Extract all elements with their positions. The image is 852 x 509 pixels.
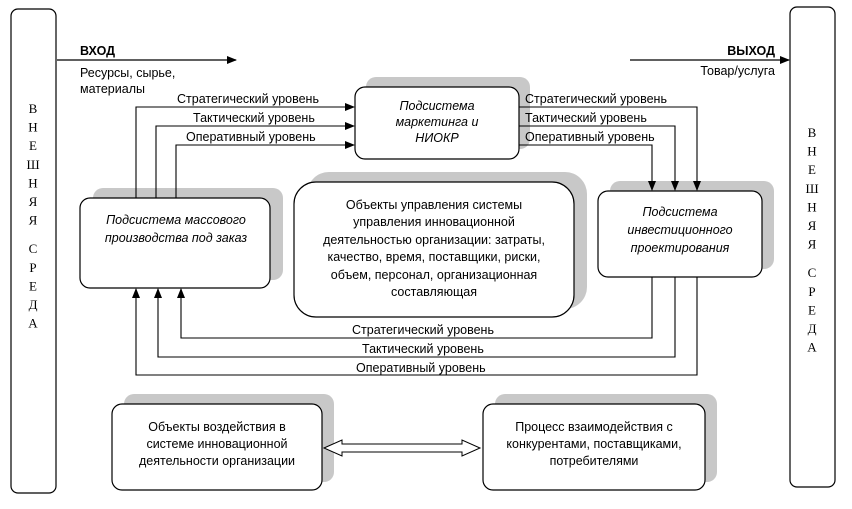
double-arrow — [322, 439, 482, 457]
input-line-2: материалы — [80, 82, 145, 96]
impact-objects-line-3: деятельности организации — [139, 454, 295, 468]
investment-line-3: проектирования — [631, 241, 730, 255]
investment-subsystem-box: Подсистема инвестиционного проектировани… — [597, 181, 774, 278]
output-block: ВЫХОД Товар/услуга — [630, 44, 790, 78]
bottom-tactical-label: Тактический уровень — [362, 342, 484, 356]
bottom-strategic-label: Стратегический уровень — [352, 323, 494, 337]
control-objects-line-3: деятельностью организации: затраты, — [323, 233, 545, 247]
right-top-tactical-label: Тактический уровень — [525, 111, 647, 125]
control-objects-line-4: качество, время, поставщики, риски, — [327, 250, 540, 264]
control-objects-box: Объекты управления системы управления ин… — [293, 172, 587, 318]
impact-objects-box: Объекты воздействия в системе инновацион… — [111, 394, 334, 491]
left-top-operational-label: Оперативный уровень — [186, 130, 316, 144]
right-top-strategic-label: Стратегический уровень — [525, 92, 667, 106]
marketing-line-3: НИОКР — [415, 131, 459, 145]
interaction-line-3: потребителями — [550, 454, 639, 468]
marketing-line-2: маркетинга и — [396, 115, 479, 129]
production-line-1: Подсистема массового — [106, 213, 246, 227]
input-block: ВХОД Ресурсы, сырье, материалы — [57, 44, 237, 96]
investment-line-2: инвестиционного — [627, 223, 732, 237]
interaction-box: Процесс взаимодействия с конкурентами, п… — [482, 394, 717, 491]
control-objects-line-1: Объекты управления системы — [346, 198, 522, 212]
investment-line-1: Подсистема — [642, 205, 717, 219]
control-objects-line-6: составляющая — [391, 285, 477, 299]
marketing-to-investment-connectors: Стратегический уровень Тактический урове… — [519, 92, 701, 191]
input-line-1: Ресурсы, сырье, — [80, 66, 175, 80]
interaction-line-2: конкурентами, поставщиками, — [506, 437, 681, 451]
production-subsystem-box: Подсистема массового производства под за… — [79, 188, 283, 289]
left-top-tactical-label: Тактический уровень — [193, 111, 315, 125]
control-objects-line-5: объем, персонал, организационная — [331, 268, 537, 282]
impact-objects-line-2: системе инновационной — [146, 437, 287, 451]
production-to-marketing-connectors: Стратегический уровень Тактический урове… — [135, 92, 355, 198]
output-line-1: Товар/услуга — [700, 64, 775, 78]
output-title: ВЫХОД — [727, 44, 775, 58]
production-line-2: производства под заказ — [105, 231, 247, 245]
marketing-subsystem-box: Подсистема маркетинга и НИОКР — [354, 77, 530, 160]
impact-objects-line-1: Объекты воздействия в — [148, 420, 286, 434]
control-objects-line-2: управления инновационной — [353, 215, 515, 229]
left-top-strategic-label: Стратегический уровень — [177, 92, 319, 106]
investment-to-production-connectors: Стратегический уровень Тактический урове… — [132, 277, 698, 376]
bottom-operational-label: Оперативный уровень — [356, 361, 486, 375]
marketing-line-1: Подсистема — [399, 99, 474, 113]
interaction-line-1: Процесс взаимодействия с — [515, 420, 673, 434]
input-title: ВХОД — [80, 44, 115, 58]
right-top-operational-label: Оперативный уровень — [525, 130, 655, 144]
